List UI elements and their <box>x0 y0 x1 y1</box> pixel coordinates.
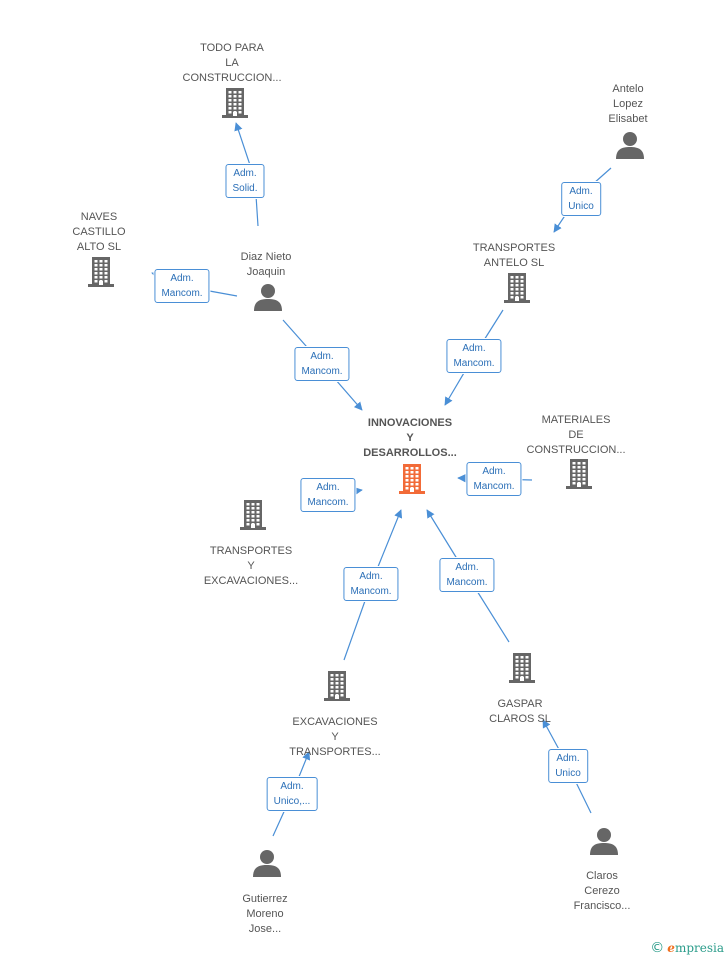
brand-name: mpresia <box>674 941 724 955</box>
node-label[interactable]: EXCAVACIONES Y TRANSPORTES... <box>289 715 380 760</box>
relation-badge[interactable]: Adm. Mancom. <box>294 347 350 381</box>
node-label-line: Y <box>247 560 255 572</box>
node-label[interactable]: INNOVACIONES Y DESARROLLOS... <box>363 416 457 461</box>
relation-badge[interactable]: Adm. Unico <box>561 182 601 216</box>
relation-badge-text: Adm. <box>310 351 334 362</box>
node-label-line: Francisco... <box>573 900 631 912</box>
person-icon[interactable] <box>614 129 646 161</box>
relation-badge-text: Mancom. <box>453 358 495 369</box>
node-label[interactable]: TRANSPORTES Y EXCAVACIONES... <box>204 544 298 589</box>
relation-badge-text: Adm. <box>316 482 340 493</box>
relation-badge-text: Unico <box>568 201 594 212</box>
node-label-line: Claros <box>586 870 618 882</box>
node-label-line: Antelo <box>612 83 644 95</box>
node-label-line: EXCAVACIONES <box>292 716 378 728</box>
building-icon[interactable] <box>563 457 595 489</box>
relation-badge-text: Mancom. <box>446 577 488 588</box>
node-label-line: TRANSPORTES... <box>289 746 381 758</box>
person-icon[interactable] <box>251 847 283 879</box>
node-label-line: Cerezo <box>584 885 620 897</box>
relation-badge[interactable]: Adm. Mancom. <box>446 339 502 373</box>
node-label-line: Lopez <box>613 98 643 110</box>
node-label-line: Joaquin <box>246 266 286 278</box>
node-label-line: Gutierrez <box>242 893 288 905</box>
node-label[interactable]: TODO PARA LA CONSTRUCCION... <box>183 41 282 86</box>
node-label[interactable]: NAVES CASTILLO ALTO SL <box>72 210 125 255</box>
building-icon[interactable] <box>396 462 428 494</box>
node-label-line: TODO PARA <box>200 42 264 54</box>
relation-badge[interactable]: Adm. Mancom. <box>343 567 399 601</box>
building-icon[interactable] <box>506 651 538 683</box>
relation-badge-text: Solid. <box>232 183 258 194</box>
node-label-line: GASPAR <box>497 698 543 710</box>
node-label-line: TRANSPORTES <box>472 242 556 254</box>
brand-initial: e <box>667 941 675 955</box>
relation-badge-text: Adm. <box>280 781 304 792</box>
node-label-line: Y <box>406 432 414 444</box>
relation-badge[interactable]: Adm. Unico,... <box>266 777 318 811</box>
person-icon[interactable] <box>588 825 620 857</box>
building-icon[interactable] <box>321 669 353 701</box>
node-label-line: ALTO SL <box>76 241 122 253</box>
node-label-line: DESARROLLOS... <box>363 447 457 459</box>
relation-badge-text: Adm. <box>556 753 580 764</box>
node-label-line: ANTELO SL <box>483 257 545 269</box>
relation-badge-text: Adm. <box>233 168 257 179</box>
relation-badge-text: Adm. <box>462 343 486 354</box>
node-label-line: Diaz Nieto <box>240 251 292 263</box>
node-label-line: CASTILLO <box>72 226 126 238</box>
relation-badge[interactable]: Adm. Mancom. <box>154 269 210 303</box>
relation-badge-text: Unico <box>555 768 581 779</box>
node-label-line: CLAROS SL <box>489 713 551 725</box>
node-label-line: Y <box>331 731 339 743</box>
relation-badge[interactable]: Adm. Mancom. <box>466 462 522 496</box>
relation-badge-text: Mancom. <box>161 288 203 299</box>
node-label-line: EXCAVACIONES... <box>203 575 299 587</box>
relation-badge[interactable]: Adm. Mancom. <box>439 558 495 592</box>
building-icon[interactable] <box>85 255 117 287</box>
relation-badge-text: Adm. <box>482 466 506 477</box>
node-label-line: Moreno <box>246 908 284 920</box>
node-label-line: LA <box>225 57 239 69</box>
node-label-line: MATERIALES <box>541 414 611 426</box>
node-label-line: NAVES <box>80 211 118 223</box>
person-icon[interactable] <box>252 281 284 313</box>
copyright-icon: © <box>650 940 665 956</box>
brand-footer: ©empresia <box>650 940 724 956</box>
node-label-line: TRANSPORTES <box>209 545 293 557</box>
relation-badge[interactable]: Adm. Mancom. <box>300 478 356 512</box>
node-label-line: Elisabet <box>608 113 648 125</box>
relation-badge[interactable]: Adm. Unico <box>548 749 588 783</box>
relation-badge-text: Mancom. <box>350 586 392 597</box>
node-label-line: CONSTRUCCION... <box>526 444 626 456</box>
node-label[interactable]: MATERIALES DE CONSTRUCCION... <box>527 413 626 458</box>
building-icon[interactable] <box>237 498 269 530</box>
relation-badge-text: Unico,... <box>273 796 311 807</box>
relation-badge-text: Adm. <box>455 562 479 573</box>
node-label-line: INNOVACIONES <box>367 417 453 429</box>
relation-badge-text: Adm. <box>569 186 593 197</box>
building-icon[interactable] <box>219 86 251 118</box>
relation-badge[interactable]: Adm. Solid. <box>225 164 265 198</box>
building-icon[interactable] <box>501 271 533 303</box>
relation-badge-text: Adm. <box>170 273 194 284</box>
node-label-line: DE <box>568 429 584 441</box>
relation-badge-text: Mancom. <box>301 366 343 377</box>
relation-badge-text: Mancom. <box>473 481 515 492</box>
relation-badge-text: Mancom. <box>307 497 349 508</box>
relation-badge-text: Adm. <box>359 571 383 582</box>
node-label-line: Jose... <box>248 923 282 935</box>
node-label[interactable]: TRANSPORTES ANTELO SL <box>473 241 555 271</box>
node-label[interactable]: GASPAR CLAROS SL <box>489 697 551 727</box>
node-label-line: CONSTRUCCION... <box>182 72 282 84</box>
